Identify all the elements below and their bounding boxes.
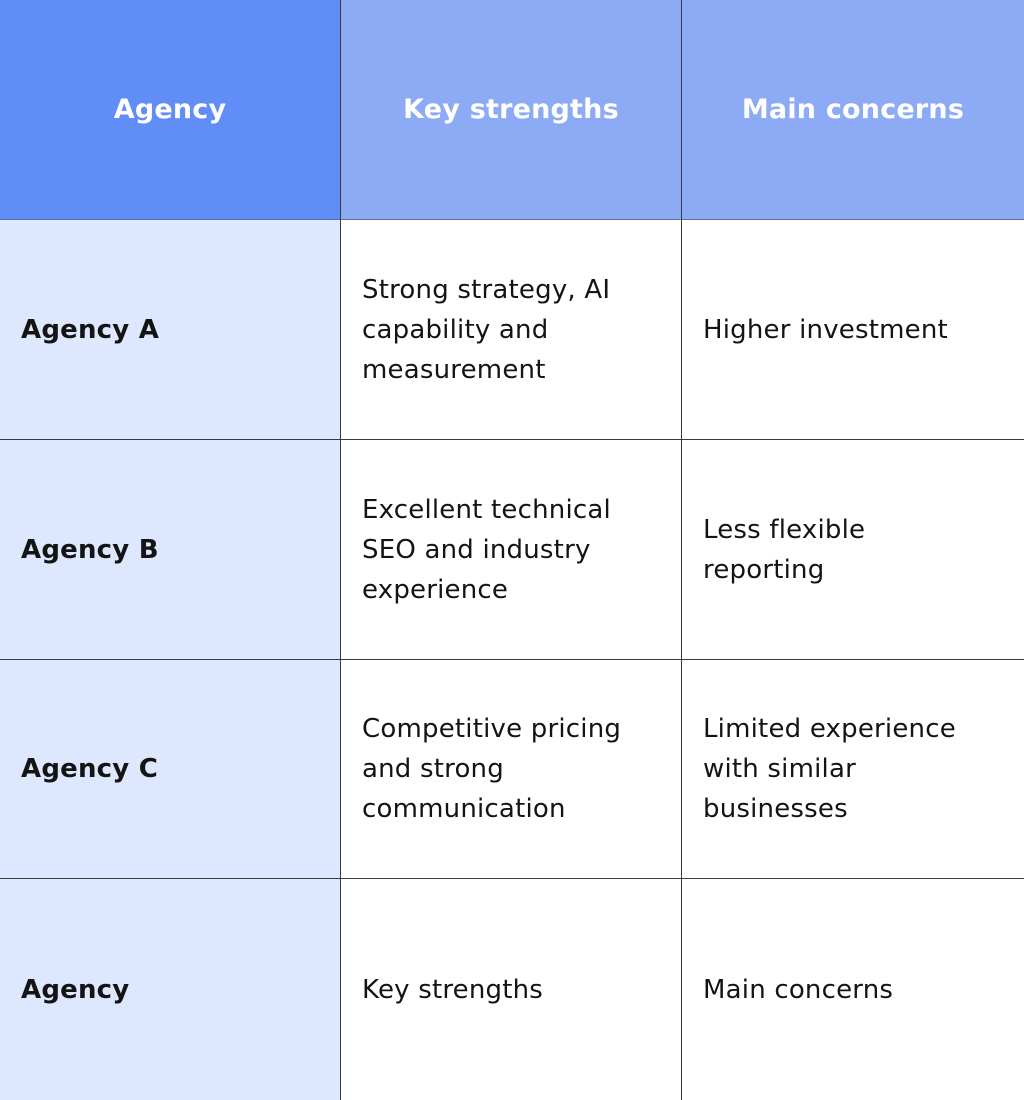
table-cell-concerns: Limited experience with similar business… xyxy=(682,660,1024,879)
strengths-text: Competitive pricing and strong communica… xyxy=(362,714,622,824)
agency-name: Agency C xyxy=(21,754,158,784)
table-cell-agency: Agency A xyxy=(0,220,341,440)
header-main-concerns: Main concerns xyxy=(682,0,1024,220)
table-cell-strengths: Competitive pricing and strong communica… xyxy=(341,660,682,879)
table-cell-strengths: Key strengths xyxy=(341,879,682,1100)
header-key-strengths: Key strengths xyxy=(341,0,682,220)
strengths-text: Key strengths xyxy=(362,974,544,1005)
agency-name: Agency B xyxy=(21,534,159,565)
concerns-text: Less flexible reporting xyxy=(703,514,866,585)
table-cell-concerns: Less flexible reporting xyxy=(682,440,1024,660)
header-label: Main concerns xyxy=(741,93,965,125)
table-cell-strengths: Strong strategy, AI capability and measu… xyxy=(341,220,682,440)
header-label: Agency xyxy=(113,93,227,125)
concerns-text: Higher investment xyxy=(703,314,948,345)
concerns-text: Main concerns xyxy=(703,974,894,1005)
strengths-text: Strong strategy, AI capability and measu… xyxy=(362,274,611,385)
table-cell-agency: Agency xyxy=(0,879,341,1100)
concerns-text: Limited experience with similar business… xyxy=(703,714,956,824)
header-label: Key strengths xyxy=(403,93,619,125)
table-cell-agency: Agency C xyxy=(0,660,341,879)
table-cell-agency: Agency B xyxy=(0,440,341,660)
agency-name: Agency xyxy=(21,974,130,1005)
table-cell-strengths: Excellent technical SEO and industry exp… xyxy=(341,440,682,660)
table-cell-concerns: Main concerns xyxy=(682,879,1024,1100)
table-cell-concerns: Higher investment xyxy=(682,220,1024,440)
header-agency: Agency xyxy=(0,0,341,220)
agency-name: Agency A xyxy=(21,314,160,345)
strengths-text: Excellent technical SEO and industry exp… xyxy=(362,494,611,605)
